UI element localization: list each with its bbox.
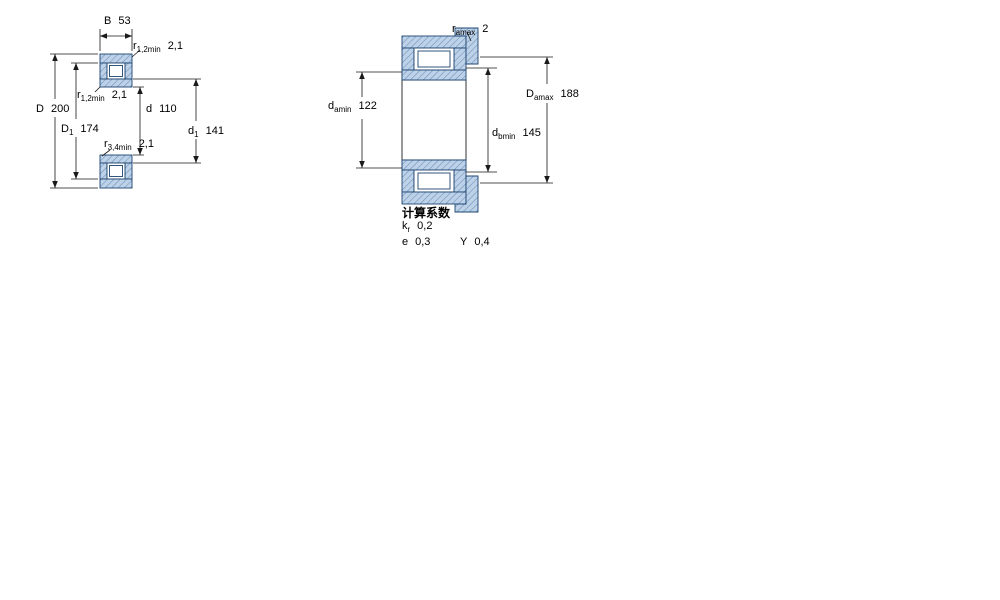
factor-kr: kr 0,2 bbox=[402, 220, 432, 236]
outer-ring-flange-left bbox=[401, 47, 415, 71]
dim-value: 174 bbox=[80, 123, 99, 135]
roller-cage bbox=[109, 165, 123, 177]
right-figure bbox=[356, 27, 553, 213]
dim-value: 110 bbox=[159, 103, 177, 115]
dim-symbol: D bbox=[526, 88, 534, 100]
dim-value: 122 bbox=[358, 100, 377, 112]
dim-label-dbmin: dbmin 145 bbox=[492, 127, 541, 143]
left-figure bbox=[50, 29, 201, 189]
dim-symbol: d bbox=[188, 125, 195, 137]
right-dimension-lines bbox=[356, 31, 553, 184]
dim-label-r12min-top: r1,2min 2,1 bbox=[133, 40, 183, 56]
shaft bbox=[401, 72, 467, 168]
dim-symbol: d bbox=[492, 127, 499, 139]
dim-value: 2,1 bbox=[111, 89, 127, 101]
dim-symbol: r bbox=[133, 40, 137, 52]
dim-symbol: r bbox=[104, 138, 108, 150]
outer-ring-flange-right bbox=[124, 162, 133, 180]
outer-ring bbox=[99, 53, 133, 64]
dim-value: 2 bbox=[482, 23, 489, 35]
factor-value: 0,3 bbox=[415, 236, 431, 248]
dim-label-r12min-left: r1,2min 2,1 bbox=[77, 89, 127, 105]
dim-value: 188 bbox=[560, 88, 579, 100]
dim-subscript: 1,2min bbox=[80, 94, 105, 103]
dim-label-B: B 53 bbox=[104, 15, 131, 31]
dim-label-r34min: r3,4min 2,1 bbox=[104, 138, 154, 154]
dim-symbol: D bbox=[61, 123, 69, 135]
factor-symbol: e bbox=[402, 236, 409, 248]
outer-ring-flange-left bbox=[99, 162, 108, 180]
dim-subscript: 1 bbox=[194, 130, 199, 139]
inner-ring bbox=[401, 69, 467, 81]
bearing-section-upper bbox=[99, 53, 133, 88]
dim-value: 145 bbox=[522, 127, 541, 139]
outer-ring-flange-left bbox=[99, 62, 108, 80]
dim-symbol: D bbox=[36, 103, 44, 115]
housing-shoulder bbox=[454, 175, 479, 213]
dim-subscript: amin bbox=[334, 105, 352, 114]
dim-label-ramax: ramax 2 bbox=[452, 23, 488, 39]
left-dimension-lines bbox=[50, 29, 201, 189]
calculation-factors-title: 计算系数 bbox=[402, 206, 451, 220]
dim-symbol: r bbox=[452, 23, 456, 35]
dim-subscript: amax bbox=[533, 93, 554, 102]
outer-ring-flange-right bbox=[453, 169, 467, 193]
bearing-section-lower bbox=[99, 154, 133, 189]
dim-symbol: r bbox=[77, 89, 81, 101]
left-dimension-arrows bbox=[52, 33, 199, 188]
factor-Y: Y 0,4 bbox=[460, 236, 490, 249]
outer-ring-flange-left bbox=[401, 169, 415, 193]
inner-ring bbox=[401, 159, 467, 171]
dim-symbol: d bbox=[146, 103, 153, 115]
dim-label-damin: damin 122 bbox=[328, 100, 377, 116]
factor-e: e 0,3 bbox=[402, 236, 430, 249]
factor-symbol: Y bbox=[460, 236, 468, 248]
inner-ring bbox=[99, 154, 133, 164]
dim-value: 200 bbox=[50, 103, 70, 115]
dim-value: 2,1 bbox=[167, 40, 183, 52]
dim-subscript: 1,2min bbox=[136, 45, 161, 54]
outer-ring bbox=[99, 178, 133, 189]
dim-label-D: D 200 bbox=[36, 103, 69, 119]
dim-subscript: amax bbox=[455, 28, 476, 37]
dim-label-D1: D1 174 bbox=[61, 123, 99, 139]
outer-ring-flange-right bbox=[124, 62, 133, 80]
inner-ring bbox=[99, 78, 133, 88]
factor-value: 0,2 bbox=[417, 220, 433, 232]
right-dimension-arrows bbox=[359, 57, 550, 183]
bearing-section-upper bbox=[401, 27, 479, 81]
factor-value: 0,4 bbox=[474, 236, 490, 248]
outer-ring-flange-right bbox=[453, 47, 467, 71]
dim-symbol: d bbox=[328, 100, 335, 112]
dim-label-Damax: Damax 188 bbox=[526, 88, 579, 104]
dim-value: 53 bbox=[118, 15, 131, 27]
dim-subscript: 3,4min bbox=[107, 143, 132, 152]
dim-symbol: B bbox=[104, 15, 112, 27]
dim-label-d1: d1 141 bbox=[188, 125, 224, 141]
factor-symbol: k bbox=[402, 220, 408, 232]
dim-subscript: 1 bbox=[68, 128, 74, 137]
factor-subscript: r bbox=[407, 225, 411, 234]
roller-cage bbox=[417, 172, 451, 190]
housing-shoulder bbox=[454, 27, 479, 65]
outer-ring bbox=[401, 191, 467, 205]
roller-cage bbox=[417, 50, 451, 68]
dim-value: 2,1 bbox=[138, 138, 154, 150]
bearing-section-lower bbox=[401, 159, 479, 213]
roller-cage bbox=[109, 65, 123, 77]
dim-subscript: bmin bbox=[498, 132, 516, 141]
dim-value: 141 bbox=[205, 125, 224, 137]
dim-label-d: d 110 bbox=[146, 103, 177, 119]
shaft-body bbox=[401, 79, 467, 161]
